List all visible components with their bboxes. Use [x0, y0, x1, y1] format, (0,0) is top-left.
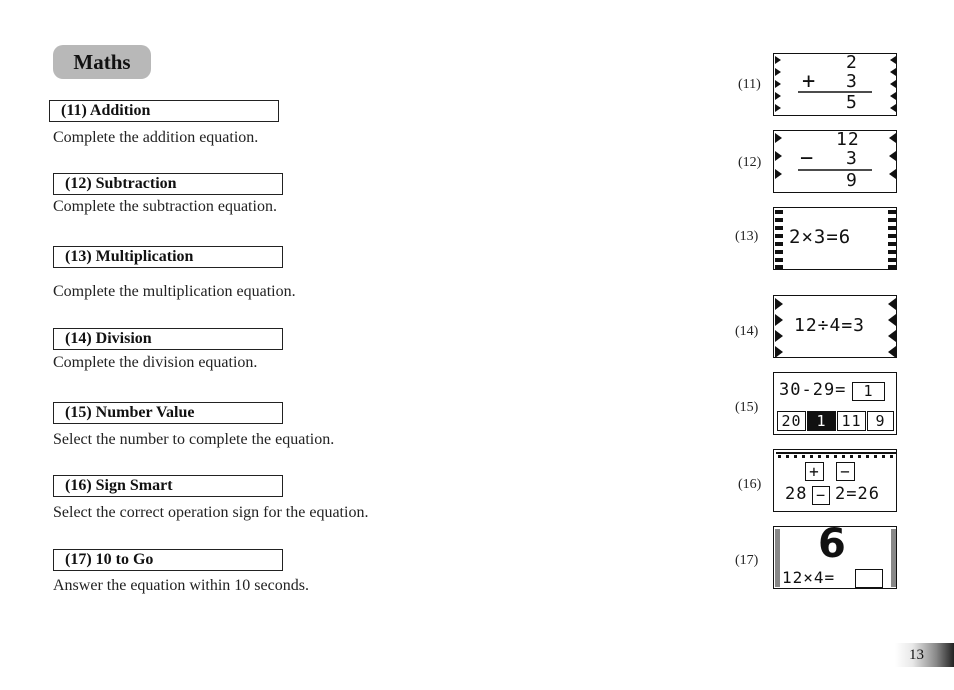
section-desc-sign-smart: Select the correct operation sign for th…	[53, 504, 369, 521]
section-label-multiplication: (13) Multiplication	[53, 246, 283, 268]
lcd-border-pattern	[775, 210, 896, 269]
subtraction-top: 12	[836, 129, 860, 150]
lcd-screen-sign-smart: + − 28 − 2=26	[773, 449, 897, 512]
lcd-screen-subtraction: 12 − 3 9	[773, 129, 897, 193]
lcd-screen-10-to-go: 6 12×4=	[773, 521, 897, 589]
section-desc-subtraction: Complete the subtraction equation.	[53, 198, 277, 215]
division-equation: 12÷4=3	[794, 315, 866, 336]
section-desc-addition: Complete the addition equation.	[53, 129, 259, 146]
section-label-sign-smart: (16) Sign Smart	[53, 475, 283, 497]
marker-12: (12)	[738, 155, 762, 170]
lcd-border-pattern	[775, 529, 896, 587]
sign-smart-left-number: 28	[785, 484, 808, 504]
subtraction-bottom: 3	[846, 148, 858, 169]
lcd-border-pattern	[775, 298, 896, 358]
section-label-subtraction: (12) Subtraction	[53, 173, 283, 195]
ten-to-go-equation: 12×4=	[782, 568, 836, 587]
subtraction-operator: −	[800, 146, 815, 171]
marker-14: (14)	[735, 324, 759, 339]
countdown-timer: 6	[818, 521, 847, 567]
lcd-screen-addition: 2 + 3 5	[773, 52, 897, 116]
addition-result: 5	[846, 92, 858, 113]
subtraction-result: 9	[846, 170, 858, 191]
page-title: Maths	[53, 45, 151, 79]
page-number: 13	[895, 643, 954, 667]
addition-top: 2	[846, 52, 858, 73]
addition-bottom: 3	[846, 71, 858, 92]
sign-option-minus: −	[836, 462, 855, 481]
lcd-screen-number-value: 30-29= 1 20 1 11 9	[773, 372, 897, 435]
sign-smart-selected-sign: −	[812, 486, 830, 505]
number-value-option: 20	[777, 411, 806, 431]
section-label-division: (14) Division	[53, 328, 283, 350]
marker-15: (15)	[735, 400, 759, 415]
section-label-number-value: (15) Number Value	[53, 402, 283, 424]
marker-13: (13)	[735, 229, 759, 244]
number-value-answer-box: 1	[852, 382, 885, 401]
lcd-top-border-pattern	[776, 452, 896, 458]
multiplication-equation: 2×3=6	[789, 226, 852, 248]
section-desc-multiplication: Complete the multiplication equation.	[53, 283, 296, 300]
section-label-10-to-go: (17) 10 to Go	[53, 549, 283, 571]
section-desc-10-to-go: Answer the equation within 10 seconds.	[53, 577, 309, 594]
lcd-border-pattern	[775, 133, 896, 179]
number-value-option: 9	[867, 411, 894, 431]
marker-16: (16)	[738, 477, 762, 492]
number-value-option-selected: 1	[807, 411, 836, 431]
marker-17: (17)	[735, 553, 759, 568]
section-label-addition: (11) Addition	[49, 100, 279, 122]
addition-operator: +	[802, 69, 817, 94]
marker-11: (11)	[738, 77, 761, 92]
lcd-screen-division: 12÷4=3	[773, 295, 897, 358]
number-value-equation: 30-29=	[779, 380, 847, 400]
section-desc-number-value: Select the number to complete the equati…	[53, 431, 335, 448]
number-value-option: 11	[837, 411, 866, 431]
sign-smart-right-side: 2=26	[835, 484, 880, 504]
ten-to-go-answer-box	[855, 569, 883, 588]
lcd-border-pattern	[775, 56, 896, 112]
section-desc-division: Complete the division equation.	[53, 354, 258, 371]
lcd-screen-multiplication: 2×3=6	[773, 207, 897, 270]
sign-option-plus: +	[805, 462, 824, 481]
